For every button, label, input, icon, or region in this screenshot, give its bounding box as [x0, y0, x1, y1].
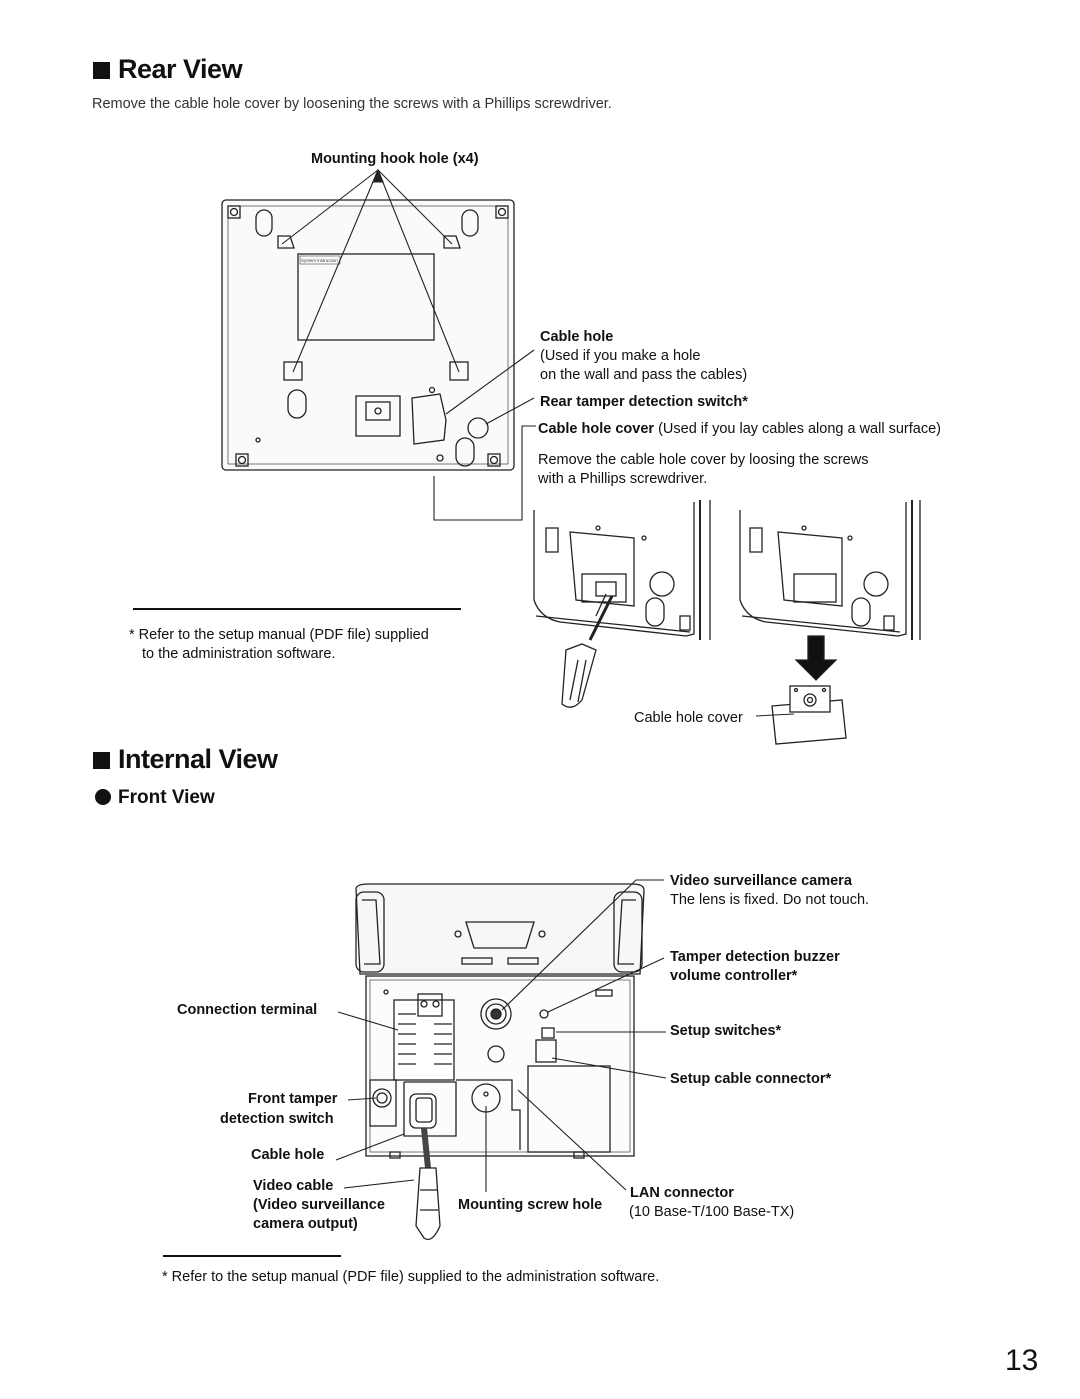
- label-connection-terminal: Connection terminal: [177, 1002, 318, 1018]
- down-arrow-icon: [794, 635, 838, 681]
- rear-footnote-line1: * Refer to the setup manual (PDF file) s…: [129, 627, 429, 643]
- label-front-tamper-line2: detection switch: [220, 1111, 334, 1127]
- front-device-illustration: [355, 883, 645, 1241]
- circle-bullet-icon: [95, 789, 111, 805]
- camera-lens-icon: [480, 998, 512, 1030]
- label-front-tamper-line1: Front tamper: [248, 1091, 338, 1107]
- internal-view-heading: Internal View: [93, 744, 278, 775]
- mounting-hook-hole-icon: [277, 235, 295, 249]
- cover-caption: Cable hole cover: [634, 710, 743, 726]
- label-lan-connector: LAN connector: [630, 1185, 734, 1201]
- cable-hole-desc-line1: (Used if you make a hole: [540, 348, 701, 364]
- tamper-switch-icon: [467, 417, 489, 439]
- remove-note-line2: with a Phillips screwdriver.: [538, 471, 708, 487]
- mounting-hook-hole-icon: [443, 235, 461, 249]
- label-rear-tamper-switch: Rear tamper detection switch*: [540, 394, 748, 410]
- label-mounting-hook-hole: Mounting hook hole (x4): [311, 151, 479, 167]
- mounting-hook-hole-icon: [449, 361, 469, 381]
- internal-view-title: Internal View: [118, 744, 278, 774]
- remove-note-line1: Remove the cable hole cover by loosing t…: [538, 452, 869, 468]
- square-bullet-icon: [93, 62, 110, 79]
- label-cable-hole-cover: Cable hole cover: [538, 421, 655, 437]
- rear-view-intro: Remove the cable hole cover by loosening…: [92, 96, 612, 112]
- mounting-hook-hole-icon: [283, 361, 303, 381]
- label-buzzer-line1: Tamper detection buzzer: [670, 949, 840, 965]
- front-view-title: Front View: [118, 787, 215, 808]
- label-internal-cable-hole: Cable hole: [251, 1147, 325, 1163]
- label-video-camera: Video surveillance camera: [670, 873, 852, 889]
- removal-step-1-illustration: [533, 500, 711, 708]
- screw-icon: [227, 205, 241, 219]
- screw-icon: [495, 205, 509, 219]
- rear-footnote-line2: to the administration software.: [142, 646, 336, 662]
- removal-step-2-illustration: [739, 500, 921, 745]
- screwdriver-icon: [561, 593, 614, 708]
- front-view-heading: Front View: [95, 787, 215, 809]
- label-video-cable-line3: camera output): [253, 1216, 358, 1232]
- label-buzzer-line2: volume controller*: [670, 968, 798, 984]
- internal-footnote: * Refer to the setup manual (PDF file) s…: [162, 1269, 660, 1285]
- label-video-cable-line2: (Video surveillance: [253, 1197, 385, 1213]
- label-setup-cable-connector: Setup cable connector*: [670, 1071, 832, 1087]
- square-bullet-icon: [93, 752, 110, 769]
- label-mounting-screw-hole: Mounting screw hole: [458, 1197, 603, 1213]
- footnote-rule-internal: [163, 1255, 341, 1257]
- label-cable-hole: Cable hole: [540, 329, 614, 345]
- label-setup-switches: Setup switches*: [670, 1023, 782, 1039]
- footnote-rule-rear: [133, 608, 461, 610]
- rear-device-illustration: [221, 199, 515, 471]
- cable-hole-cover-icon: [771, 685, 847, 745]
- connection-terminal-icon: [393, 993, 455, 1081]
- page-number: 13: [1005, 1344, 1039, 1377]
- cable-hole-desc-line2: on the wall and pass the cables): [540, 367, 748, 383]
- mounting-hook-leaders: [281, 168, 460, 373]
- sticker-text: System instruction: [301, 258, 338, 263]
- cable-hole-cover-line: Cable hole cover (Used if you lay cables…: [538, 420, 941, 439]
- lan-desc: (10 Base-T/100 Base-TX): [629, 1204, 795, 1220]
- rear-view-heading: Rear View: [93, 54, 243, 85]
- screw-icon: [235, 453, 249, 467]
- internal-leaders: [335, 879, 667, 1192]
- connector-icon: [454, 921, 546, 949]
- cable-hole-cover-desc: (Used if you lay cables along a wall sur…: [658, 421, 941, 437]
- label-video-cable-line1: Video cable: [253, 1178, 334, 1194]
- screw-icon: [487, 453, 501, 467]
- rear-view-title: Rear View: [118, 54, 243, 84]
- video-cable-icon: [409, 1093, 441, 1241]
- camera-desc: The lens is fixed. Do not touch.: [670, 892, 870, 908]
